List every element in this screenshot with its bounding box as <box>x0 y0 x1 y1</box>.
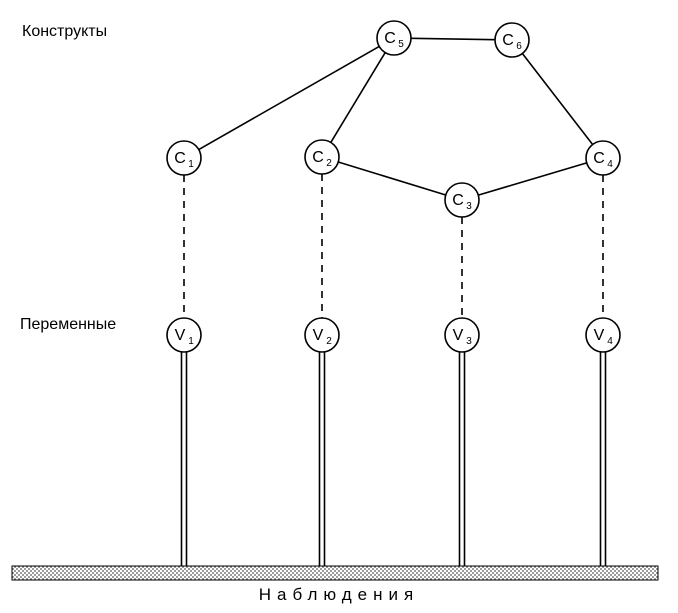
variable-letter: V <box>594 327 605 344</box>
observation-stems <box>180 352 607 566</box>
construct-letter: C <box>593 150 605 167</box>
observation-stem-v2 <box>318 352 326 566</box>
construct-subscript: 1 <box>188 159 194 170</box>
variable-letter: V <box>313 327 324 344</box>
variable-subscript: 1 <box>188 336 194 347</box>
construct-letter: C <box>452 192 464 209</box>
observation-stem-v3 <box>458 352 466 566</box>
construct-subscript: 3 <box>466 201 472 212</box>
observation-stem-v4 <box>599 352 607 566</box>
variable-letter: V <box>175 327 186 344</box>
construct-link-c3-c4 <box>478 162 587 196</box>
construct-link-c2-c3 <box>338 161 446 196</box>
observation-ground <box>11 565 659 581</box>
construct-subscript: 5 <box>398 39 404 50</box>
construct-letter: C <box>384 30 396 47</box>
construct-subscript: 6 <box>516 41 522 52</box>
construct-subscript: 4 <box>607 159 613 170</box>
construct-link-c5-c6 <box>410 37 496 41</box>
construct-link-c6-c4 <box>521 52 594 146</box>
construct-link-c5-c1 <box>198 45 380 151</box>
observations-label: Наблюдения <box>258 585 420 604</box>
observation-stem-v1 <box>180 352 188 566</box>
variable-subscript: 3 <box>466 336 472 347</box>
construct-subscript: 2 <box>326 158 332 169</box>
construct-letter: C <box>502 32 514 49</box>
construct-letter: C <box>174 150 186 167</box>
variable-subscript: 2 <box>326 336 332 347</box>
construct-link-c5-c2 <box>330 52 386 143</box>
construct-letter: C <box>312 149 324 166</box>
variables-label: Переменные <box>20 316 117 333</box>
links-layer <box>183 37 604 318</box>
variable-letter: V <box>453 327 464 344</box>
variable-subscript: 4 <box>607 336 613 347</box>
constructs-label: Конструкты <box>22 23 108 40</box>
